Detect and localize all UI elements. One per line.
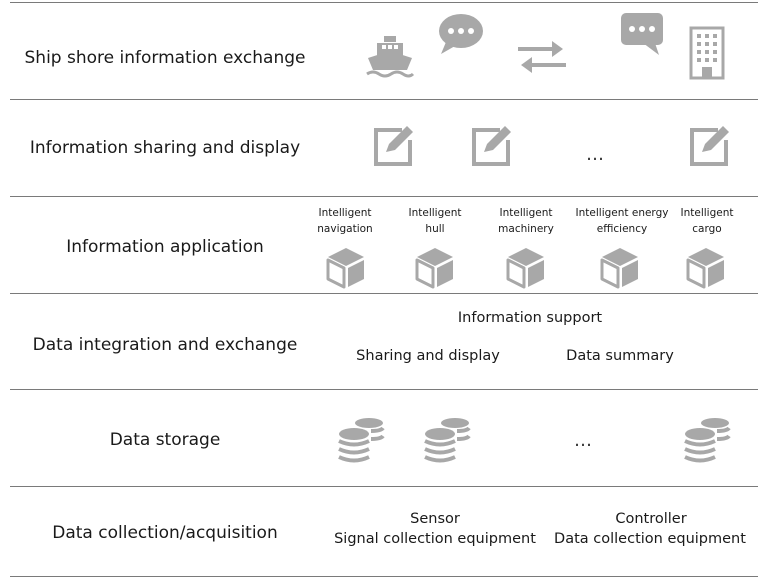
edit-icon [470,124,514,168]
edit-icon [688,124,732,168]
app-label-line1: Intelligent [680,207,734,219]
row-divider [10,196,758,197]
ellipsis: … [586,144,604,165]
building-icon [688,26,726,80]
signal-collection-text: Signal collection equipment [334,531,536,547]
app-label-line2: navigation [317,223,373,235]
app-label-line2: efficiency [596,223,648,235]
information-support-text: Information support [457,310,603,326]
layer-label: Information application [66,237,264,257]
ellipsis: … [574,430,592,451]
exchange-arrows-icon [514,38,570,76]
data-summary-text: Data summary [566,348,674,364]
layer-label: Ship shore information exchange [24,48,306,68]
database-icon [336,416,386,464]
row-divider [10,99,758,100]
border-top [10,2,758,3]
cube-icon [324,245,368,289]
app-label-line2: machinery [498,223,554,235]
app-label-line2: cargo [692,223,722,235]
edit-icon [372,124,416,168]
layer-label: Information sharing and display [29,138,301,158]
row-divider [10,389,758,390]
database-icon [422,416,472,464]
sharing-display-text: Sharing and display [356,348,500,364]
app-label-line1: Intelligent [408,207,462,219]
cube-icon [413,245,457,289]
cube-icon [504,245,548,289]
message-icon [619,11,665,59]
layer-label: Data integration and exchange [32,335,298,355]
app-label-line1: Intelligent energy [575,207,669,219]
app-label-line2: hull [425,223,445,235]
layered-architecture-diagram: Ship shore information exchange [10,2,758,577]
layer-label: Data storage [109,430,221,450]
row-divider [10,293,758,294]
layer-label: Data collection/acquisition [52,523,278,543]
cube-icon [684,245,728,289]
app-label-line1: Intelligent [499,207,553,219]
data-collection-text: Data collection equipment [554,531,746,547]
cube-icon [598,245,642,289]
sensor-text: Sensor [410,511,460,527]
border-bottom [10,576,758,577]
database-icon [682,416,732,464]
row-divider [10,486,758,487]
controller-text: Controller [615,511,687,527]
ship-icon [365,34,415,80]
chat-bubble-icon [437,12,485,56]
app-label-line1: Intelligent [318,207,372,219]
